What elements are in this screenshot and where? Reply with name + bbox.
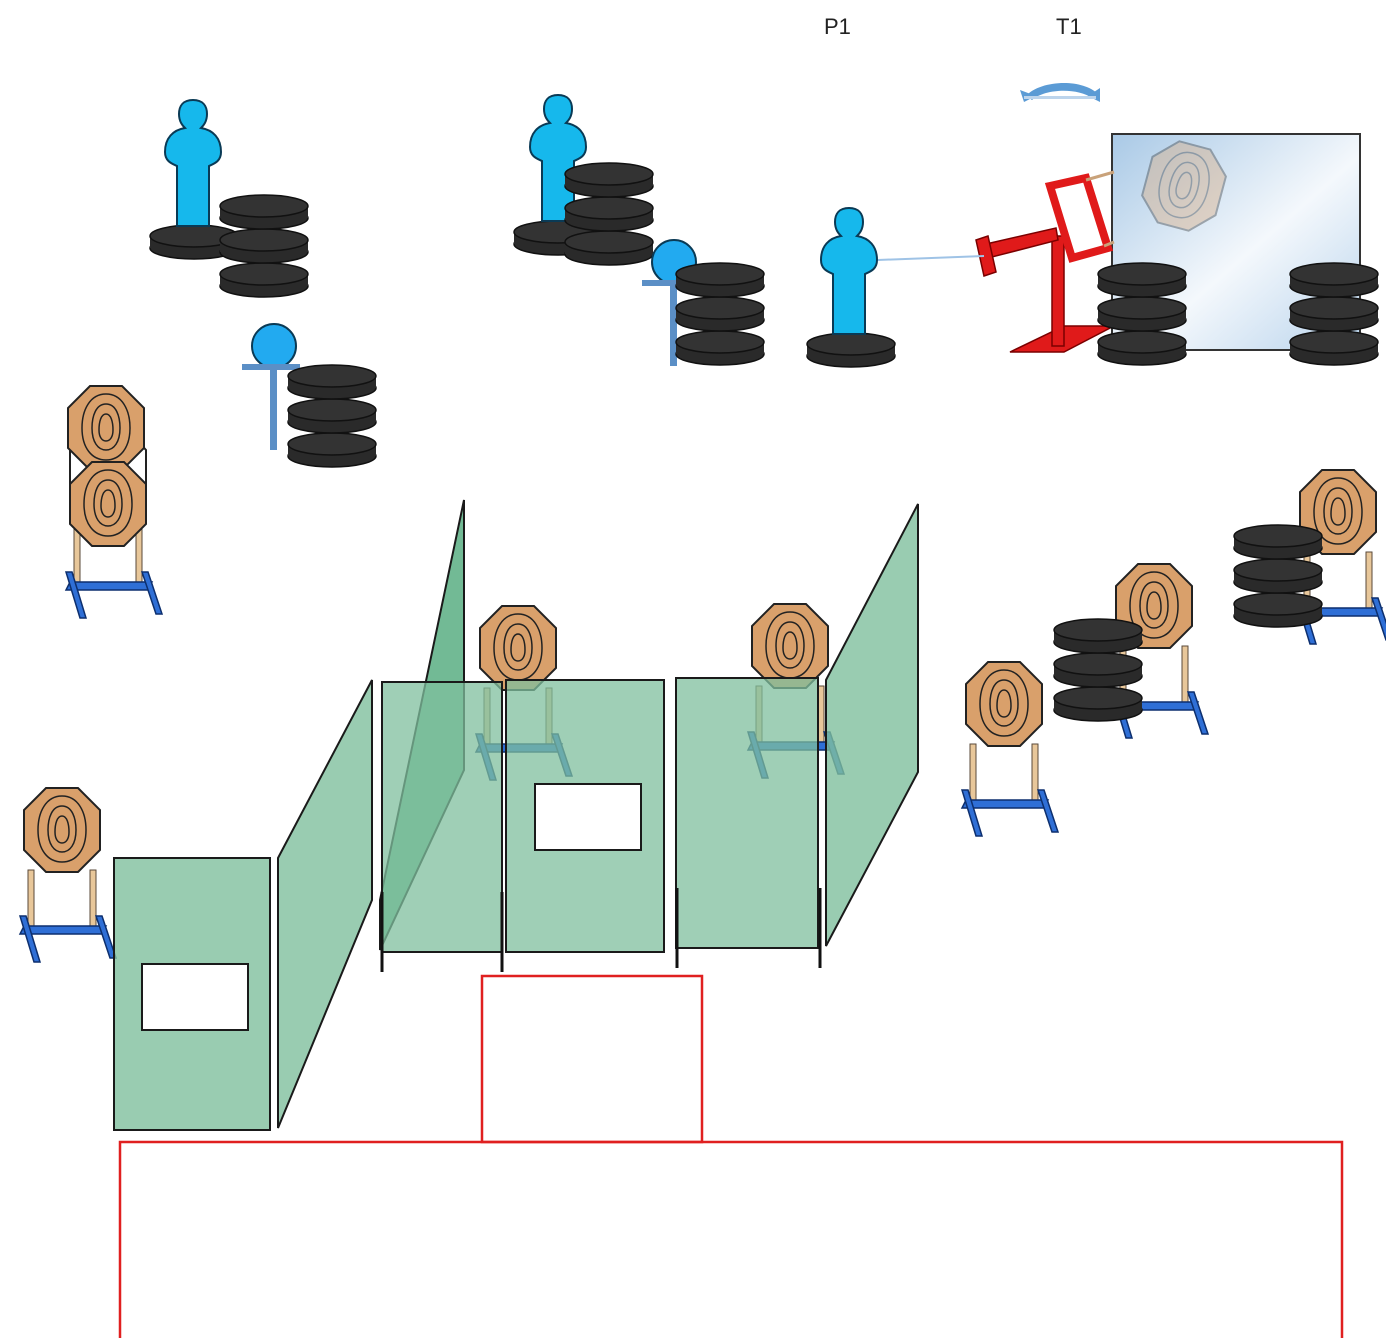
wall-center-left [381, 681, 503, 953]
popper-p1 [806, 207, 896, 368]
tire-stack-icon [1234, 525, 1322, 627]
shooting-area-fault-lines [118, 974, 1344, 1338]
tire-stack-icon [220, 195, 308, 297]
paper-target-left-stack [65, 385, 163, 619]
tire-stack-icon [565, 163, 653, 265]
tire-stack-icon [1054, 619, 1142, 721]
popper-label-p1: P1 [824, 14, 851, 39]
octagon-target-icon [962, 662, 1058, 836]
wall-right-angled [825, 503, 919, 947]
wall-center-right [675, 677, 819, 949]
activator-cable [877, 255, 985, 261]
wall-left-window [113, 857, 271, 1131]
octagon-target-icon [20, 788, 116, 962]
wall-center-window [505, 679, 665, 953]
wall-left-angled [277, 679, 373, 1129]
target-label-t1: T1 [1056, 14, 1082, 39]
tire-stack-icon [1098, 263, 1186, 365]
wall-posts [380, 888, 822, 972]
tire-stack-icon [1290, 263, 1378, 365]
tire-stack-icon [676, 263, 764, 365]
swing-arrow-icon [1020, 82, 1100, 102]
tire-stack-icon [288, 365, 376, 467]
activator-mechanism-icon [975, 170, 1115, 353]
